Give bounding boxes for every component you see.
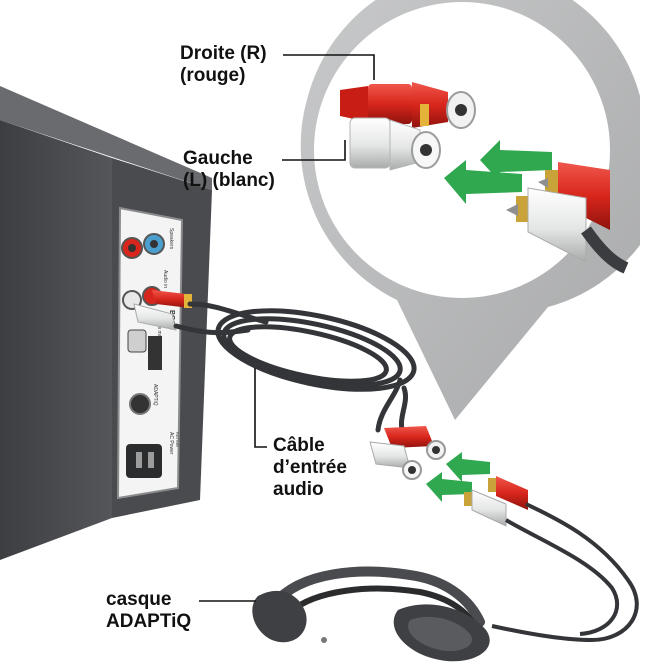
headset-plugs bbox=[464, 476, 528, 527]
label-left-line1: Gauche bbox=[183, 148, 253, 169]
label-adaptiq-headset: casque ADAPTiQ bbox=[106, 589, 191, 633]
callout-contents bbox=[340, 82, 629, 274]
label-headset-line1: casque bbox=[106, 589, 172, 610]
plugs-at-unit bbox=[133, 290, 192, 331]
label-left-line2: (L) (blanc) bbox=[183, 170, 275, 191]
label-audio-input-cable: Câble d’entrée audio bbox=[273, 435, 347, 501]
panel-bass-module-label: Bass module bbox=[156, 318, 162, 347]
label-cable-line2: d’entrée bbox=[273, 457, 347, 478]
unit-side bbox=[0, 120, 112, 560]
arrow-insert-white-icon bbox=[426, 472, 472, 502]
label-headset-line2: ADAPTiQ bbox=[106, 611, 192, 632]
magnified-callout bbox=[300, 0, 640, 420]
red-plug-magnified bbox=[538, 162, 610, 230]
red-jack-magnified bbox=[340, 82, 476, 129]
headset bbox=[252, 502, 639, 662]
label-right-line2: (rouge) bbox=[180, 65, 246, 86]
panel-speakers-label: Speakers bbox=[168, 228, 174, 250]
label-right-line1: Droite (R) bbox=[180, 43, 267, 64]
white-plug-magnified bbox=[506, 187, 587, 263]
arrow-insert-red-icon bbox=[446, 452, 490, 482]
adaptiq-jack-icon bbox=[129, 393, 151, 415]
bass-module-port-icon bbox=[127, 329, 147, 353]
ac-power-socket-icon bbox=[126, 444, 162, 478]
white-jack-magnified bbox=[349, 117, 441, 171]
panel-ac-power-label: AC Power bbox=[168, 432, 174, 455]
ear-piece-left-icon bbox=[252, 590, 307, 643]
panel-adaptiq-label: ADAPTiQ bbox=[152, 384, 158, 406]
panel-audio-in-label: Audio in bbox=[162, 270, 168, 288]
label-left-white: Gauche (L) (blanc) bbox=[183, 148, 275, 192]
label-cable-line1: Câble bbox=[273, 435, 325, 456]
dip-switches-icon bbox=[148, 336, 162, 370]
leader-lines bbox=[199, 54, 375, 602]
speaker-unit: BOSE Speakers Audio in Bass module ADAPT… bbox=[0, 86, 212, 560]
panel-rating-label: RATING bbox=[175, 432, 180, 447]
unit-top bbox=[0, 86, 212, 190]
coiled-cable bbox=[173, 301, 417, 439]
arrow-right-channel-icon bbox=[480, 140, 552, 182]
cable-magnified bbox=[581, 226, 629, 274]
headband-icon bbox=[269, 566, 485, 627]
label-cable-line3: audio bbox=[273, 479, 324, 500]
label-right-red: Droite (R) (rouge) bbox=[180, 43, 267, 87]
arrow-left-channel-icon bbox=[444, 160, 522, 204]
cable-end-jacks bbox=[369, 426, 446, 480]
